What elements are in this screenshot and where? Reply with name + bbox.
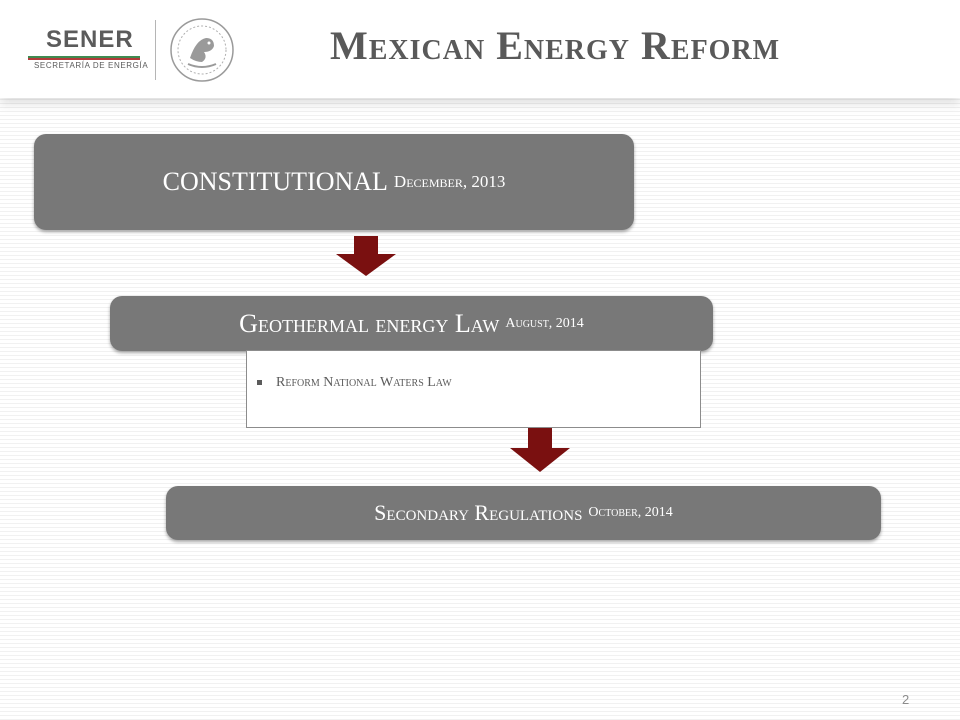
- note-text: Reform National Waters Law: [276, 375, 452, 390]
- bullet-icon: [257, 380, 262, 386]
- step-label: Secondary Regulations: [374, 500, 583, 525]
- logo-divider: [155, 20, 156, 80]
- logo-subtitle: SECRETARÍA DE ENERGÍA: [34, 61, 149, 70]
- slide-title: Mexican Energy Reform: [330, 23, 781, 68]
- step-geothermal-law: Geothermal energy Law August, 2014: [110, 296, 713, 351]
- mexican-seal-icon: [170, 18, 234, 82]
- logo-name: SENER: [46, 26, 134, 53]
- step-label: CONSTITUTIONAL: [162, 167, 388, 196]
- slide-header: SENER SECRETARÍA DE ENERGÍA Mexican Ener…: [0, 0, 960, 98]
- step-date: October, 2014: [588, 505, 673, 520]
- step-date: August, 2014: [505, 315, 584, 331]
- logo-rule: [28, 56, 140, 60]
- page-number: 2: [902, 692, 910, 707]
- step-secondary-regulations: Secondary Regulations October, 2014: [166, 486, 881, 540]
- sener-logo: SENER SECRETARÍA DE ENERGÍA: [28, 26, 149, 74]
- list-item: Reform National Waters Law: [257, 375, 452, 391]
- step-constitutional: CONSTITUTIONAL December, 2013: [34, 134, 634, 230]
- down-arrow-icon: [336, 236, 396, 276]
- note-box: Reform National Waters Law: [246, 350, 701, 428]
- step-date: December, 2013: [393, 172, 506, 191]
- down-arrow-icon: [510, 428, 570, 472]
- step-label: Geothermal energy Law: [239, 308, 500, 338]
